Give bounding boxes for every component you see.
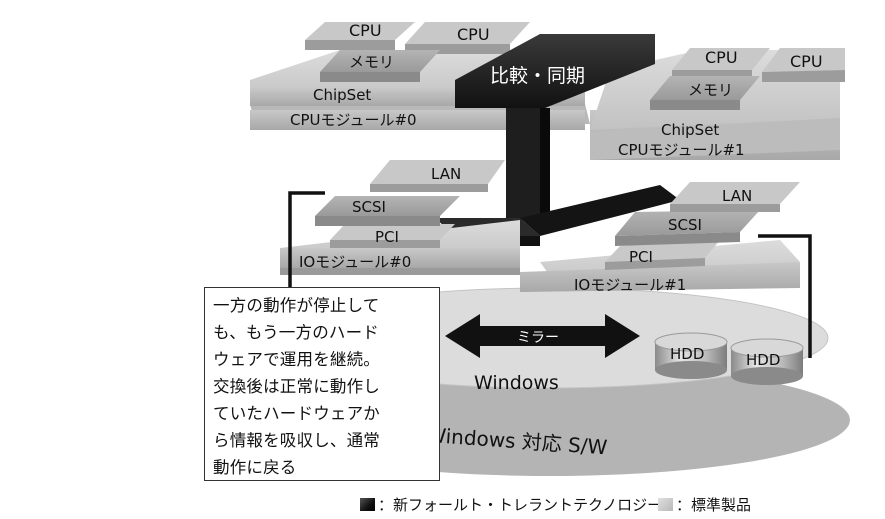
hdd-1b: [730, 338, 804, 385]
label-memory-0: メモリ: [349, 53, 394, 71]
legend-standard-label: ：標準製品: [676, 496, 752, 514]
label-chipset-0: ChipSet: [313, 86, 371, 104]
label-io-module-0: IOモジュール#0: [299, 253, 411, 271]
chip-memory-1: [650, 76, 760, 110]
chip-scsi-0: [315, 196, 460, 226]
note-line: 一方の動作が停止して: [213, 296, 380, 315]
legend-ft-swatch: [360, 498, 375, 511]
label-chipset-1: ChipSet: [661, 121, 719, 139]
label-cpu-module-0: CPUモジュール#0: [290, 111, 417, 129]
label-compare-sync: 比較・同期: [490, 65, 585, 87]
label-pci-0: PCI: [375, 228, 399, 246]
chip-scsi-1: [615, 210, 760, 246]
label-io-module-1: IOモジュール#1: [574, 276, 686, 294]
label-pci-1: PCI: [629, 248, 653, 266]
note-line: ら情報を吸収し、通常: [213, 431, 380, 450]
hdd-1a: [654, 332, 728, 379]
note-line: 動作に戻る: [213, 458, 297, 477]
chip-lan-0: [370, 160, 505, 192]
label-lan-0: LAN: [431, 165, 461, 183]
label-cpu-0b: CPU: [457, 25, 490, 44]
label-cpu-1a: CPU: [705, 48, 738, 67]
label-scsi-0: SCSI: [352, 198, 386, 216]
note-line: 交換後は正常に動作し: [213, 377, 380, 396]
explanation-note: 一方の動作が停止しても、もう一方のハードウェアで運用を継続。交換後は正常に動作し…: [204, 287, 440, 481]
label-hdd-1a: HDD: [670, 345, 704, 363]
chip-memory-0: [320, 50, 440, 82]
label-memory-1: メモリ: [688, 81, 733, 99]
label-scsi-1: SCSI: [668, 216, 702, 234]
legend-standard-swatch: [658, 498, 673, 511]
chip-pci-0: [330, 224, 455, 248]
scsi-cable-0: [288, 191, 325, 310]
label-cpu-1b: CPU: [790, 52, 823, 71]
chip-cpu-0a: [305, 22, 415, 50]
label-lan-1: LAN: [722, 187, 752, 205]
chip-cpu-1b: [762, 48, 845, 82]
scsi-cable-1: [758, 234, 812, 358]
label-mirror: ミラー: [517, 330, 559, 346]
legend-standard: ：標準製品: [658, 494, 751, 515]
label-cpu-0a: CPU: [349, 21, 382, 40]
note-line: ていたハードウェアか: [213, 404, 380, 423]
label-windows: Windows: [474, 372, 559, 394]
chip-lan-1: [670, 182, 800, 212]
note-line: ウェアで運用を継続。: [213, 350, 380, 369]
legend-ft-label: ：新フォールト・トレラントテクノロジー: [378, 496, 663, 514]
legend-ft: ：新フォールト・トレラントテクノロジー: [360, 494, 662, 515]
mirror-arrow: [445, 314, 640, 358]
label-cpu-module-1: CPUモジュール#1: [618, 141, 745, 159]
label-hdd-1b: HDD: [746, 351, 780, 369]
note-line: も、もう一方のハード: [213, 323, 380, 342]
chip-pci-1: [605, 240, 720, 270]
